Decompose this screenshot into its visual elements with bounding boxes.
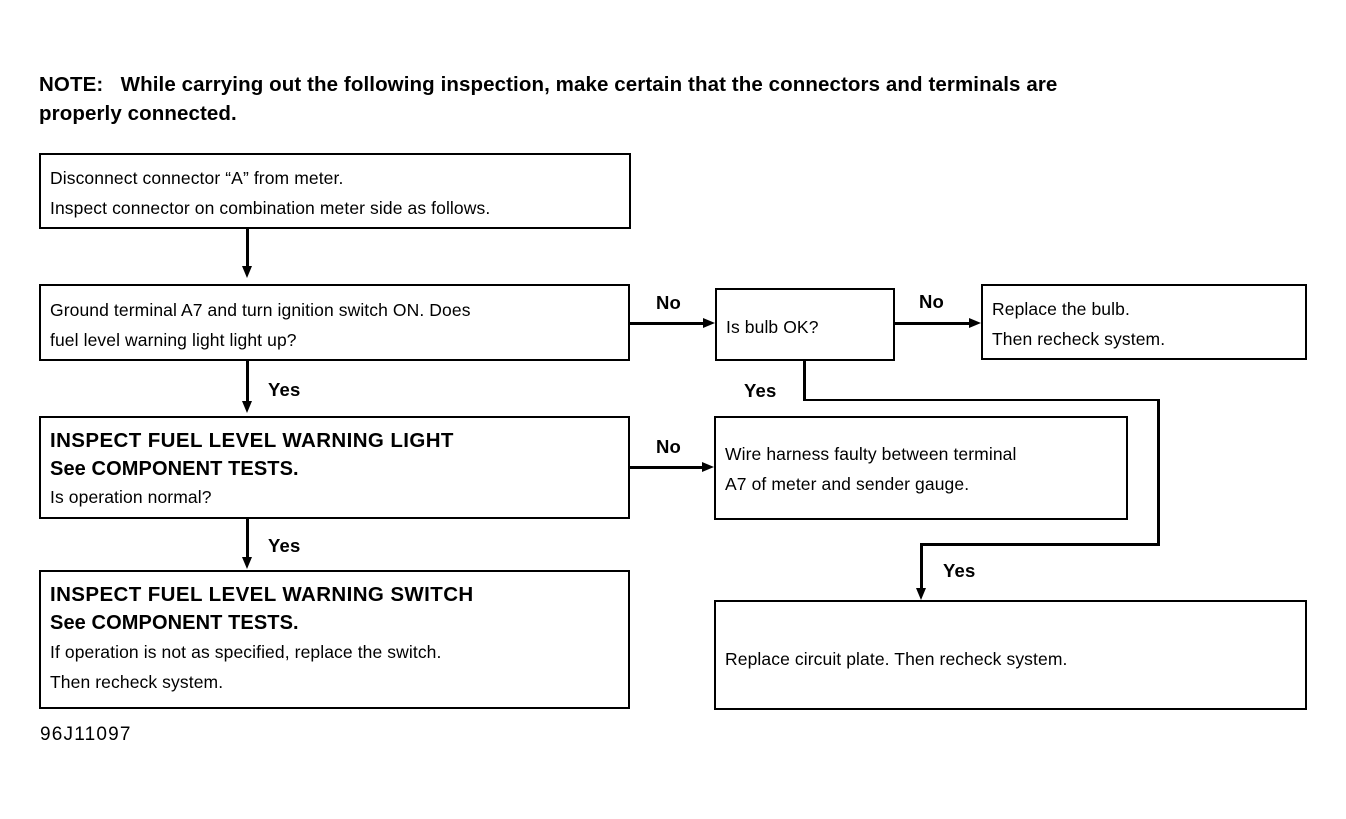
box-inspect-light-line-3: Is operation normal? — [50, 487, 212, 507]
box-replace-bulb: Replace the bulb. Then recheck system. — [981, 284, 1307, 360]
box-is-bulb-ok: Is bulb OK? — [715, 288, 895, 361]
connector-bulb-to-replace-bulb — [895, 322, 972, 325]
connector-bulb-yes-segment-down-2 — [1157, 398, 1160, 546]
box-inspect-switch-line-1: INSPECT FUEL LEVEL WARNING SWITCH — [50, 583, 474, 606]
box-is-bulb-ok-line-1: Is bulb OK? — [726, 317, 819, 337]
box-inspect-light-line-2: See COMPONENT TESTS. — [50, 458, 299, 480]
connector-disconnect-to-ground — [246, 229, 249, 273]
box-inspect-switch-line-4: Then recheck system. — [50, 672, 224, 692]
edge-label-yes-plate: Yes — [943, 560, 976, 581]
arrowhead-ground-to-bulb — [703, 317, 715, 328]
box-ground-line-2: fuel level warning light light up? — [50, 330, 297, 350]
box-replace-circuit-plate: Replace circuit plate. Then recheck syst… — [714, 600, 1307, 710]
connector-bulb-yes-segment-down-3 — [920, 543, 923, 592]
box-ground-terminal-a7: Ground terminal A7 and turn ignition swi… — [39, 284, 630, 361]
connector-bulb-yes-segment-right — [803, 398, 1160, 401]
box-inspect-switch-line-3: If operation is not as specified, replac… — [50, 642, 442, 662]
box-disconnect-line-1: Disconnect connector “A” from meter. — [50, 168, 344, 188]
edge-label-no-replace-bulb: No — [919, 291, 945, 312]
note-text: NOTE: While carrying out the following i… — [39, 73, 1058, 125]
edge-label-yes-bulb: Yes — [744, 380, 777, 401]
connector-inspect-light-to-inspect-switch — [246, 519, 249, 563]
box-wire-harness-line-1: Wire harness faulty between terminal — [725, 444, 1017, 464]
box-inspect-light-line-1: INSPECT FUEL LEVEL WARNING LIGHT — [50, 429, 454, 452]
arrowhead-inspect-light-to-inspect-switch — [241, 557, 252, 569]
connector-bulb-yes-segment-down-1 — [803, 361, 806, 401]
edge-label-yes-switch: Yes — [268, 535, 301, 556]
edge-label-no-wire: No — [656, 436, 682, 457]
arrowhead-disconnect-to-ground — [241, 266, 252, 278]
box-wire-harness-line-2: A7 of meter and sender gauge. — [725, 474, 970, 494]
arrowhead-bulb-yes-to-replace-plate — [915, 588, 926, 600]
connector-bulb-yes-segment-left — [920, 543, 1160, 546]
edge-label-no-bulb: No — [656, 292, 682, 313]
connector-ground-to-bulb — [630, 322, 706, 325]
box-ground-line-1: Ground terminal A7 and turn ignition swi… — [50, 300, 471, 320]
box-inspect-fuel-level-warning-light: INSPECT FUEL LEVEL WARNING LIGHT See COM… — [39, 416, 630, 519]
connector-inspect-light-to-wire-harness — [630, 466, 705, 469]
arrowhead-ground-to-inspect-light — [241, 401, 252, 413]
box-inspect-fuel-level-warning-switch: INSPECT FUEL LEVEL WARNING SWITCH See CO… — [39, 570, 630, 709]
box-replace-plate-line-1: Replace circuit plate. Then recheck syst… — [725, 649, 1068, 669]
connector-ground-to-inspect-light — [246, 361, 249, 405]
arrowhead-bulb-to-replace-bulb — [969, 317, 981, 328]
arrowhead-inspect-light-to-wire-harness — [702, 461, 714, 472]
box-disconnect-line-2: Inspect connector on combination meter s… — [50, 198, 491, 218]
box-disconnect-connector: Disconnect connector “A” from meter. Ins… — [39, 153, 631, 229]
box-replace-bulb-line-2: Then recheck system. — [992, 329, 1166, 349]
figure-code: 96J11097 — [40, 724, 132, 745]
edge-label-yes-light: Yes — [268, 379, 301, 400]
box-inspect-switch-line-2: See COMPONENT TESTS. — [50, 612, 299, 634]
box-replace-bulb-line-1: Replace the bulb. — [992, 299, 1130, 319]
box-wire-harness-faulty: Wire harness faulty between terminal A7 … — [714, 416, 1128, 520]
